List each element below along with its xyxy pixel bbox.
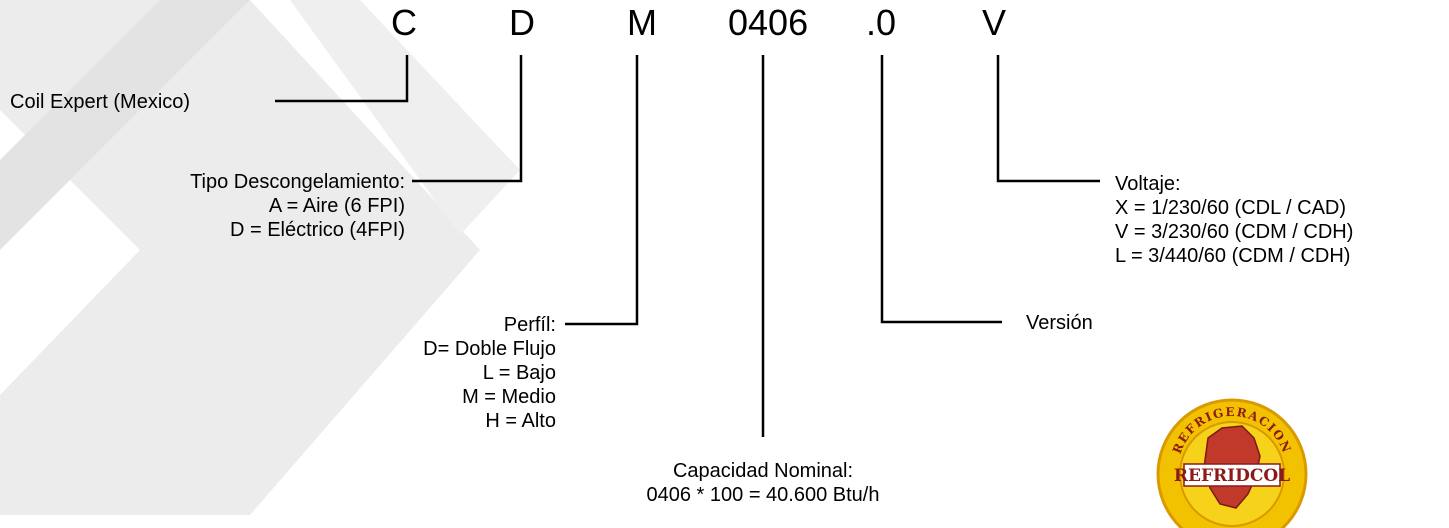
brand-label: Coil Expert (Mexico)	[10, 90, 190, 114]
connector-version	[880, 55, 1002, 324]
voltage-option: V = 3/230/60 (CDM / CDH)	[1115, 221, 1354, 243]
refridcol-logo: REFRIGERACION REFRIDCOL	[1156, 398, 1308, 528]
defrost-type-label: Tipo Descongelamiento: A = Aire (6 FPI) …	[190, 170, 405, 242]
voltage-label: Voltaje: X = 1/230/60 (CDL / CAD) V = 3/…	[1115, 172, 1353, 268]
defrost-option: A = Aire (6 FPI)	[268, 195, 405, 217]
code-capacity-digits: 0406	[728, 2, 809, 43]
connector-lines	[275, 55, 1100, 437]
profile-option: H = Alto	[485, 410, 556, 432]
profile-option: L = Bajo	[482, 362, 556, 384]
defrost-type-title: Tipo Descongelamiento:	[190, 171, 405, 193]
connector-voltage	[996, 55, 1100, 183]
profile-option: M = Medio	[462, 386, 556, 408]
code-letter-c: C	[391, 2, 417, 43]
code-letter-m: M	[627, 2, 657, 43]
connector-c	[275, 55, 409, 103]
code-letter-v: V	[982, 2, 1007, 43]
version-label: Versión	[1026, 311, 1093, 335]
logo-banner-text: REFRIDCOL	[1174, 466, 1290, 486]
capacity-label: Capacidad Nominal: 0406 * 100 = 40.600 B…	[603, 459, 923, 507]
code-version-suffix: .0	[866, 2, 897, 43]
defrost-option: D = Eléctrico (4FPI)	[229, 219, 405, 241]
brand-title: Coil Expert (Mexico)	[10, 91, 191, 113]
version-title: Versión	[1026, 312, 1093, 334]
connector-d	[412, 55, 523, 183]
code-letter-d: D	[509, 2, 535, 43]
voltage-option: X = 1/230/60 (CDL / CAD)	[1115, 197, 1347, 219]
connector-m	[565, 55, 639, 326]
profile-option: D= Doble Flujo	[423, 338, 556, 360]
profile-label: Perfíl: D= Doble Flujo L = Bajo M = Medi…	[423, 313, 556, 433]
voltage-title: Voltaje:	[1115, 173, 1181, 195]
background-watermark	[0, 0, 520, 515]
capacity-title: Capacidad Nominal:	[672, 460, 854, 482]
capacity-formula: 0406 * 100 = 40.600 Btu/h	[646, 484, 880, 506]
voltage-option: L = 3/440/60 (CDM / CDH)	[1115, 245, 1351, 267]
profile-title: Perfíl:	[503, 314, 556, 336]
